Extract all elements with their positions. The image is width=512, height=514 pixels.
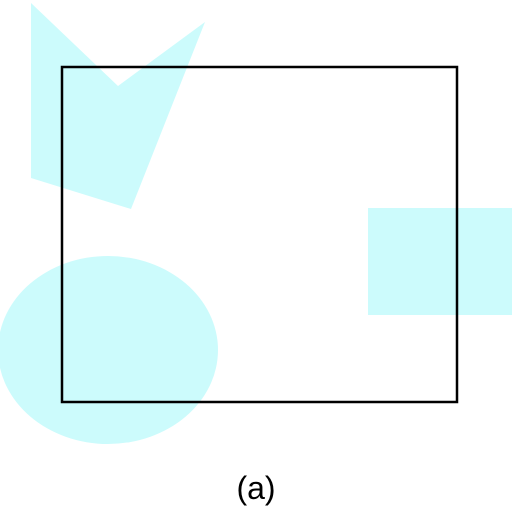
frame-rectangle [60, 65, 459, 404]
rectangle-shape [368, 208, 512, 315]
figure-caption: (a) [236, 470, 276, 506]
arrowhead-shape [31, 3, 205, 209]
ellipse-shape [0, 256, 218, 444]
